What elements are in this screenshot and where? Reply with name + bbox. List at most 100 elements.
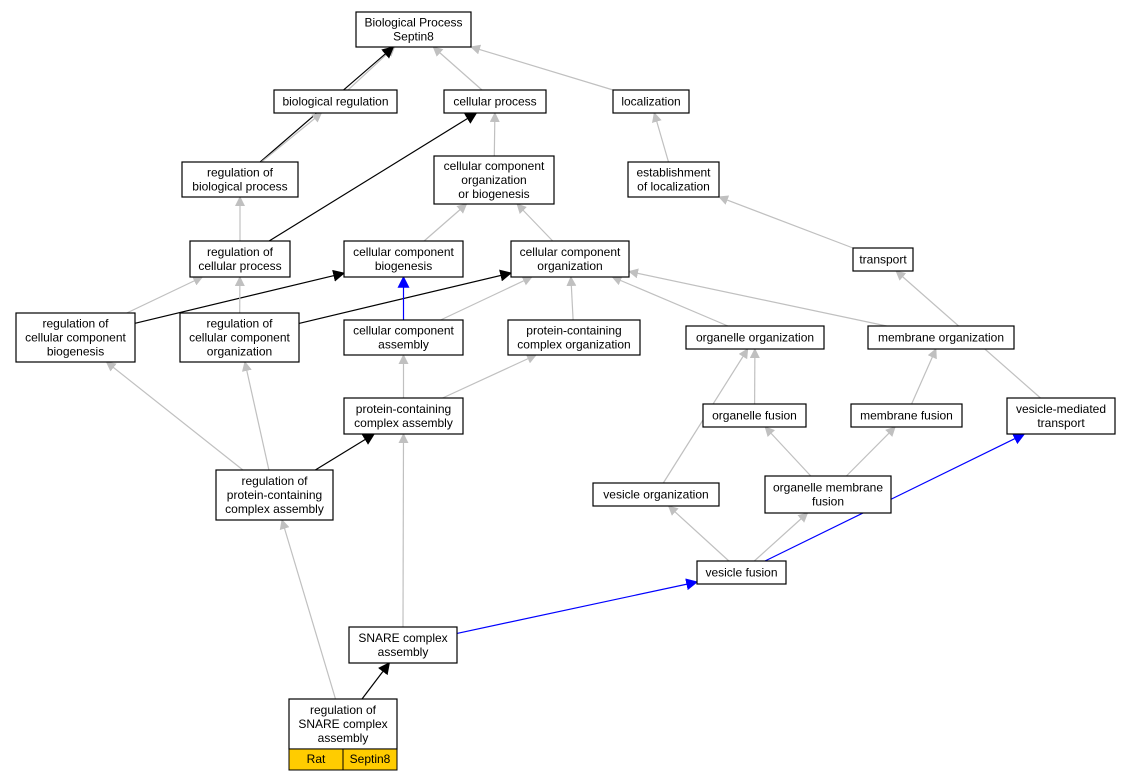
node-box (343, 319, 464, 356)
node-label-line: regulation of (206, 317, 273, 331)
node-box (189, 240, 291, 278)
node-box (288, 698, 398, 750)
node-box (612, 89, 690, 114)
edge-snare-to-pcca (398, 433, 409, 628)
node-box (592, 482, 720, 507)
edge-vesfus-to-vesorg (667, 505, 730, 562)
edge-regpcca-to-regccb (105, 361, 244, 471)
edge-vesfus-to-vmt (764, 433, 1026, 562)
node-label-line: assembly (318, 731, 369, 745)
node-label-line: cellular component (444, 159, 545, 173)
node-label-line: biogenesis (375, 259, 432, 273)
node-label-line: assembly (378, 338, 429, 352)
edge-omf-to-memfus (845, 426, 896, 477)
node-box (696, 560, 787, 585)
node-box (850, 403, 963, 428)
edge-regccb-to-regcp (126, 276, 204, 314)
edge-pcco-to-ccorg (566, 276, 577, 321)
node-label-line: regulation of (42, 317, 109, 331)
node-label-line: Septin8 (393, 30, 434, 44)
node-box (685, 325, 825, 350)
edges-layer (105, 44, 1041, 700)
edge-loc-to-bp (470, 44, 614, 91)
node-label-line: cellular component (353, 245, 454, 259)
node-label-line: protein-containing (227, 488, 322, 502)
edge-regpcca-to-regcco (241, 361, 270, 471)
edge-omf-to-orgfus (764, 426, 812, 477)
node-label-line: fusion (812, 495, 844, 509)
node-label-line: membrane organization (878, 331, 1004, 345)
edge-regsnare-to-regpcca (279, 519, 337, 700)
node-box (1006, 397, 1116, 435)
node-box (702, 403, 807, 428)
node-vesicle-organization: vesicle organization (592, 482, 720, 507)
node-box (355, 11, 472, 48)
node-label-line: transport (859, 253, 907, 267)
node-label-line: cellular component (25, 331, 126, 345)
edge-memfus-to-memorg (911, 348, 937, 405)
node-label-line: regulation of (207, 245, 274, 259)
node-label-line: cellular component (189, 331, 290, 345)
node-label-line: transport (1037, 416, 1085, 430)
node-label-line: establishment (636, 166, 711, 180)
node-label-line: SNARE complex (358, 631, 447, 645)
node-label-line: Biological Process (364, 16, 462, 30)
node-membrane-fusion: membrane fusion (850, 403, 963, 428)
edge-transport-to-estloc (718, 195, 854, 249)
node-box (627, 161, 720, 198)
legend-gene-label: Septin8 (350, 752, 391, 766)
node-label-line: assembly (378, 645, 429, 659)
node-box (433, 155, 555, 205)
node-label-line: vesicle-mediated (1016, 402, 1106, 416)
node-label-line: membrane fusion (860, 409, 953, 423)
node-box (15, 312, 136, 363)
node-label-line: cellular component (520, 245, 621, 259)
edge-regpcca-to-pcca (314, 433, 376, 471)
node-box (867, 325, 1015, 350)
edge-cproc-to-bp (432, 46, 483, 91)
edge-regbp-to-breg (261, 112, 323, 163)
node-organelle-fusion: organelle fusion (702, 403, 807, 428)
node-label-line: organization (461, 173, 526, 187)
edge-breg-to-bp (347, 46, 396, 91)
node-box (443, 89, 547, 114)
legend: Rat Septin8 (288, 748, 398, 771)
node-biological-regulation: biological regulation (273, 89, 398, 114)
node-label-line: or biogenesis (458, 187, 529, 201)
node-localization: localization (612, 89, 690, 114)
node-label-line: biological regulation (282, 95, 388, 109)
edge-pcca-to-pcco (442, 354, 537, 399)
edge-ccbio-to-ccob (423, 203, 468, 242)
edge-regcp-to-cproc (268, 112, 478, 242)
node-vesicle-fusion: vesicle fusion (696, 560, 787, 585)
node-box (343, 240, 464, 278)
node-label-line: localization (621, 95, 680, 109)
node-label-line: organization (207, 345, 272, 359)
node-label-line: organelle organization (696, 331, 814, 345)
node-box (215, 469, 334, 521)
node-label-line: regulation of (310, 703, 377, 717)
node-label-line: cellular process (453, 95, 536, 109)
node-label-line: regulation of (241, 474, 308, 488)
node-label-line: protein-containing (526, 324, 621, 338)
node-box (181, 161, 299, 198)
node-label-line: biological process (192, 180, 287, 194)
node-label-line: biogenesis (47, 345, 104, 359)
node-box (179, 312, 300, 363)
legend-species-label: Rat (307, 752, 326, 766)
edge-orgorg-to-ccorg (611, 275, 729, 327)
